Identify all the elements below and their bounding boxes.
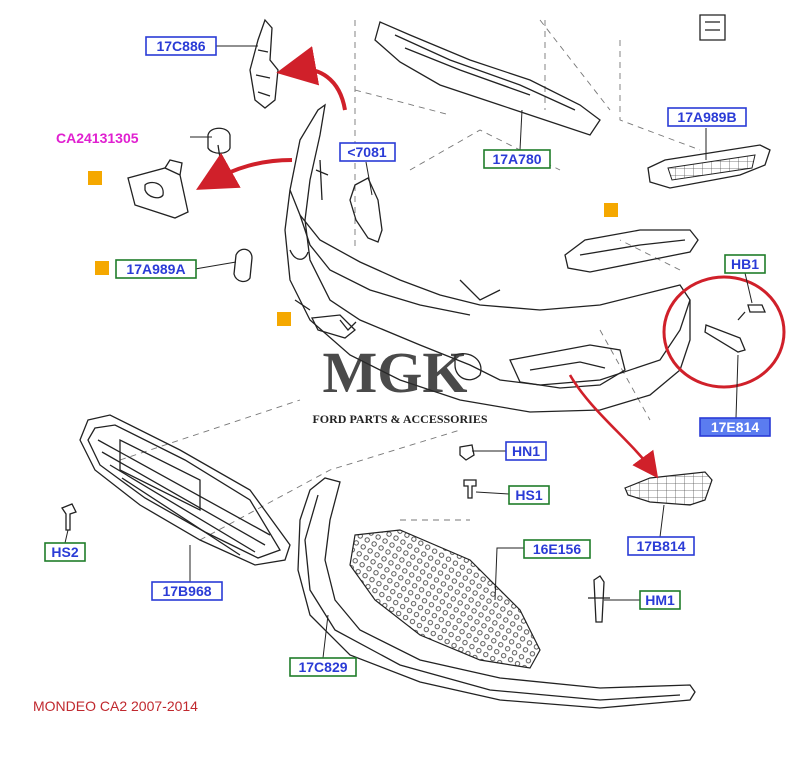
reinforcement-beam: [374, 14, 726, 136]
lower-spoiler-17c829: [297, 477, 696, 709]
label-17a989a[interactable]: 17A989A: [115, 259, 197, 279]
trim-cover-7081: [349, 177, 383, 243]
side-marker-17a989a: [233, 248, 253, 283]
label-hb1[interactable]: HB1: [724, 254, 766, 274]
fog-lamp-cover-17b814: [624, 471, 713, 506]
fasteners: [61, 444, 610, 623]
label-17a780-text: 17A780: [492, 151, 541, 167]
label-16e156-text: 16E156: [533, 541, 581, 557]
sensor-holder: [127, 159, 189, 219]
watermark: MGK FORD PARTS & ACCESSORIES: [312, 340, 487, 426]
front-bumper-cover: [284, 103, 691, 413]
label-17b968[interactable]: 17B968: [151, 581, 223, 601]
label-hs2-text: HS2: [51, 544, 78, 560]
label-hs1-text: HS1: [515, 487, 542, 503]
model-caption: MONDEO CA2 2007-2014: [33, 698, 198, 714]
label-hn1-text: HN1: [512, 443, 540, 459]
bracket-hb1: [704, 304, 766, 353]
label-17b814[interactable]: 17B814: [627, 536, 695, 556]
label-17b814-text: 17B814: [636, 538, 685, 554]
leader-lines: [64, 45, 753, 659]
watermark-tagline: FORD PARTS & ACCESSORIES: [312, 412, 487, 426]
label-hs1[interactable]: HS1: [508, 485, 550, 505]
label-17a780[interactable]: 17A780: [483, 149, 551, 169]
label-hm1[interactable]: HM1: [639, 590, 681, 610]
upper-grille-17b968: [79, 414, 291, 566]
highlight-arrows: [196, 46, 659, 479]
lower-grille-16e156: [349, 529, 541, 669]
lamp-17a989b: [647, 144, 771, 189]
label-17c829[interactable]: 17C829: [289, 657, 357, 677]
label-17b968-text: 17B968: [162, 583, 211, 599]
label-17a989b[interactable]: 17A989B: [667, 107, 747, 127]
watermark-logo: MGK: [323, 340, 468, 405]
label-7081-text: <7081: [347, 144, 387, 160]
label-hb1-text: HB1: [731, 256, 759, 272]
assembly-guide-lines: [119, 19, 701, 541]
lower-clip-left: [310, 314, 356, 339]
label-17e814-text: 17E814: [711, 419, 759, 435]
label-17a989a-text: 17A989A: [126, 261, 185, 277]
label-17c886-text: 17C886: [156, 38, 205, 54]
label-17c829-text: 17C829: [298, 659, 347, 675]
label-hm1-text: HM1: [645, 592, 675, 608]
highlight-circle: [662, 275, 786, 389]
label-7081[interactable]: <7081: [339, 142, 396, 162]
orange-markers: [88, 171, 618, 326]
bracket-17c886: [249, 18, 279, 109]
label-hs2[interactable]: HS2: [44, 542, 86, 562]
label-ca24131305-text: CA24131305: [56, 130, 139, 146]
label-17a989b-text: 17A989B: [677, 109, 736, 125]
label-17e814[interactable]: 17E814: [699, 417, 771, 437]
label-17c886[interactable]: 17C886: [145, 36, 217, 56]
parking-sensor: [207, 127, 231, 159]
label-16e156[interactable]: 16E156: [523, 539, 591, 559]
label-ca24131305[interactable]: CA24131305: [56, 130, 139, 146]
lamp-housing-right: [564, 229, 699, 273]
label-hn1[interactable]: HN1: [505, 441, 547, 461]
